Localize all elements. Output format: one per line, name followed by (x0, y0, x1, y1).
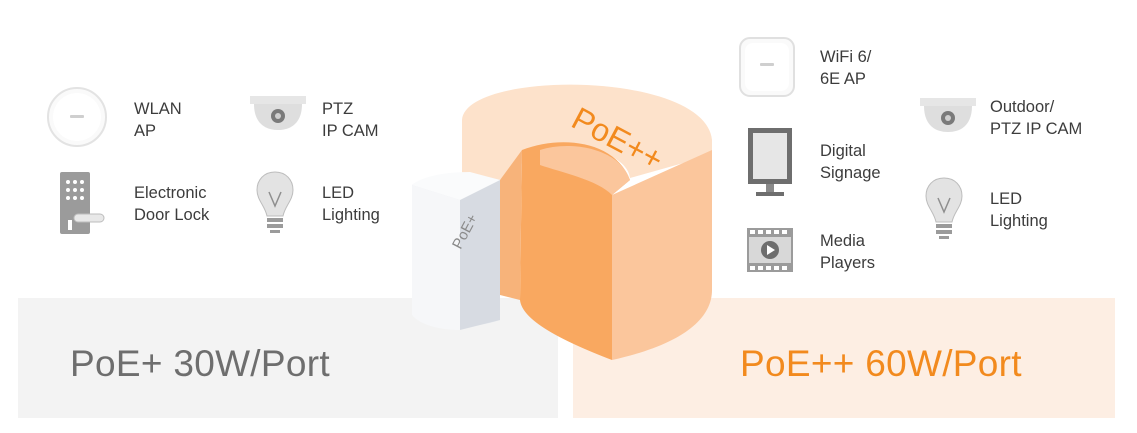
light-bulb-icon (255, 170, 295, 236)
outdoor-camera-icon (918, 96, 978, 136)
poe-plus-cylinder (412, 172, 500, 330)
poe-plus-power-label: PoE+ 30W/Port (70, 343, 330, 384)
light-bulb-icon (924, 176, 964, 242)
device-label-wifi-ap: WiFi 6/6E AP (820, 48, 872, 88)
device-label-outdoor-ptz-ip-cam: Outdoor/PTZ IP CAM (990, 98, 1083, 138)
media-player-icon (745, 226, 795, 274)
digital-signage-icon (746, 126, 794, 198)
ptz-camera-icon (248, 94, 308, 134)
wifi-ap-icon (738, 36, 796, 98)
wlan-ap-icon (46, 86, 108, 148)
poe-plus-plus-power-label: PoE++ 60W/Port (740, 343, 1022, 384)
door-lock-icon (58, 170, 106, 238)
